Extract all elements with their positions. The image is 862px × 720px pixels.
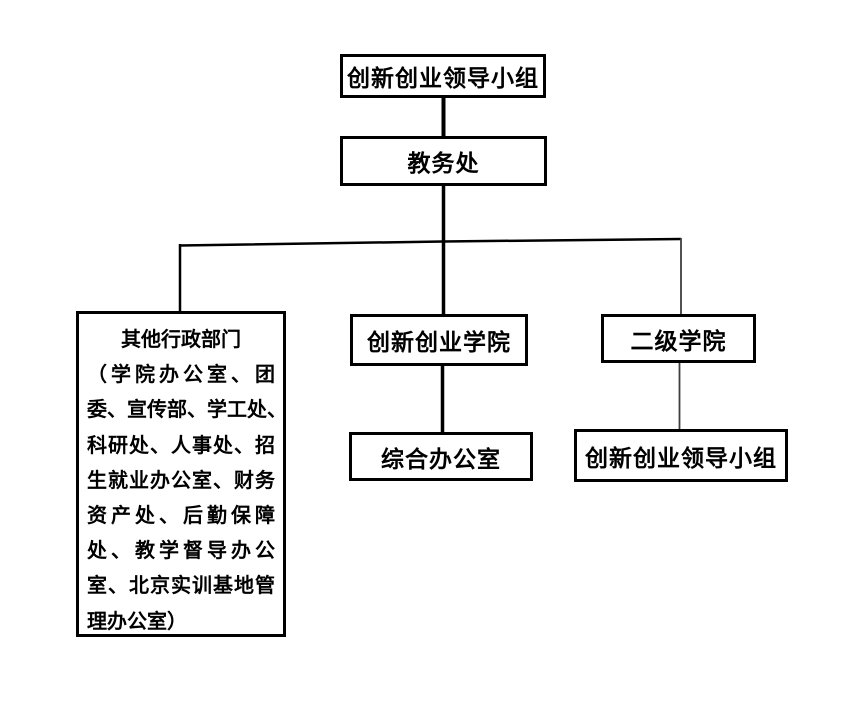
node-academic-affairs-office: 教务处 [340, 136, 547, 186]
node-text-line: 理办公室） [87, 608, 187, 633]
node-text-line: 资产处、后勤保障 [87, 502, 275, 527]
node-other-admin-departments: 其他行政部门 （学院办公室、团 委、宣传部、学工处、 科研处、人事处、招 生就业… [76, 311, 287, 637]
node-innovation-college: 创新创业学院 [350, 314, 528, 366]
node-label: 创新创业学院 [367, 330, 511, 356]
node-innovation-leading-group: 创新创业领导小组 [340, 54, 546, 98]
node-text-line: 其他行政部门 [121, 327, 241, 351]
node-label: 教务处 [407, 151, 480, 177]
branch-horizontal-line [179, 237, 682, 247]
node-label: 创新创业领导小组 [585, 445, 777, 472]
node-text-line: 室、北京实训基地管 [87, 573, 275, 598]
node-text-line: 生就业办公室、财务 [87, 467, 275, 492]
node-label: 综合办公室 [381, 446, 501, 473]
node-label: 二级学院 [630, 328, 727, 355]
node-label: 创新创业领导小组 [347, 66, 539, 92]
node-text-line: 委、宣传部、学工处、 [87, 397, 287, 422]
node-text-line: 处、教学督导办公 [87, 538, 275, 563]
node-text-line: （学院办公室、团 [87, 362, 275, 387]
node-secondary-leading-group: 创新创业领导小组 [574, 429, 788, 482]
node-general-office: 综合办公室 [349, 432, 533, 481]
node-secondary-colleges: 二级学院 [601, 314, 756, 363]
node-text-line: 科研处、人事处、招 [87, 432, 275, 457]
